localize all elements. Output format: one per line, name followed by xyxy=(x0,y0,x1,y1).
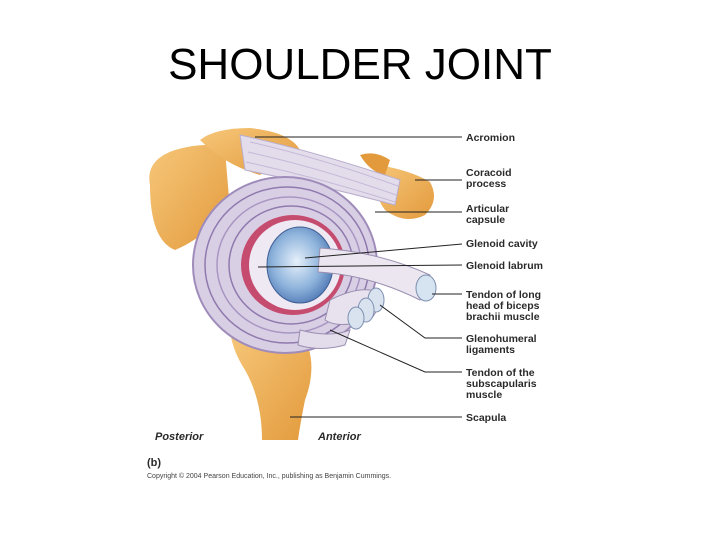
copyright-line: Copyright © 2004 Pearson Education, Inc.… xyxy=(147,472,391,480)
label-scapula: Scapula xyxy=(466,412,506,424)
panel-tag: (b) xyxy=(147,457,161,469)
leader-lines xyxy=(255,136,463,418)
label-subscapularis-line2: subscapularis xyxy=(466,378,537,390)
label-biceps-tendon-line1: Tendon of long xyxy=(466,289,541,301)
label-subscapularis-line1: Tendon of the xyxy=(466,367,535,379)
label-biceps-tendon-line3: brachii muscle xyxy=(466,311,540,323)
view-posterior: Posterior xyxy=(155,431,204,443)
label-glenohumeral-ligaments-line2: ligaments xyxy=(466,344,515,356)
label-biceps-tendon-line2: head of biceps xyxy=(466,300,540,312)
coracoacromial-ligament xyxy=(239,134,401,206)
label-acromion: Acromion xyxy=(466,132,515,144)
label-glenoid-labrum: Glenoid labrum xyxy=(466,260,543,272)
glenohumeral-ligament-bands xyxy=(324,287,385,330)
biceps-tendon xyxy=(317,247,437,302)
label-articular-capsule-line1: Articular xyxy=(466,203,509,215)
slide-title: SHOULDER JOINT xyxy=(168,40,552,89)
view-anterior: Anterior xyxy=(317,431,362,443)
label-glenoid-cavity: Glenoid cavity xyxy=(466,238,538,250)
label-coracoid-process-line1: Coracoid xyxy=(466,167,512,179)
subscapularis-tendon xyxy=(297,329,351,349)
label-glenohumeral-ligaments-line1: Glenohumeral xyxy=(466,333,537,345)
label-articular-capsule-line2: capsule xyxy=(466,214,505,226)
label-subscapularis-line3: muscle xyxy=(466,389,502,401)
label-coracoid-process-line2: process xyxy=(466,178,506,190)
